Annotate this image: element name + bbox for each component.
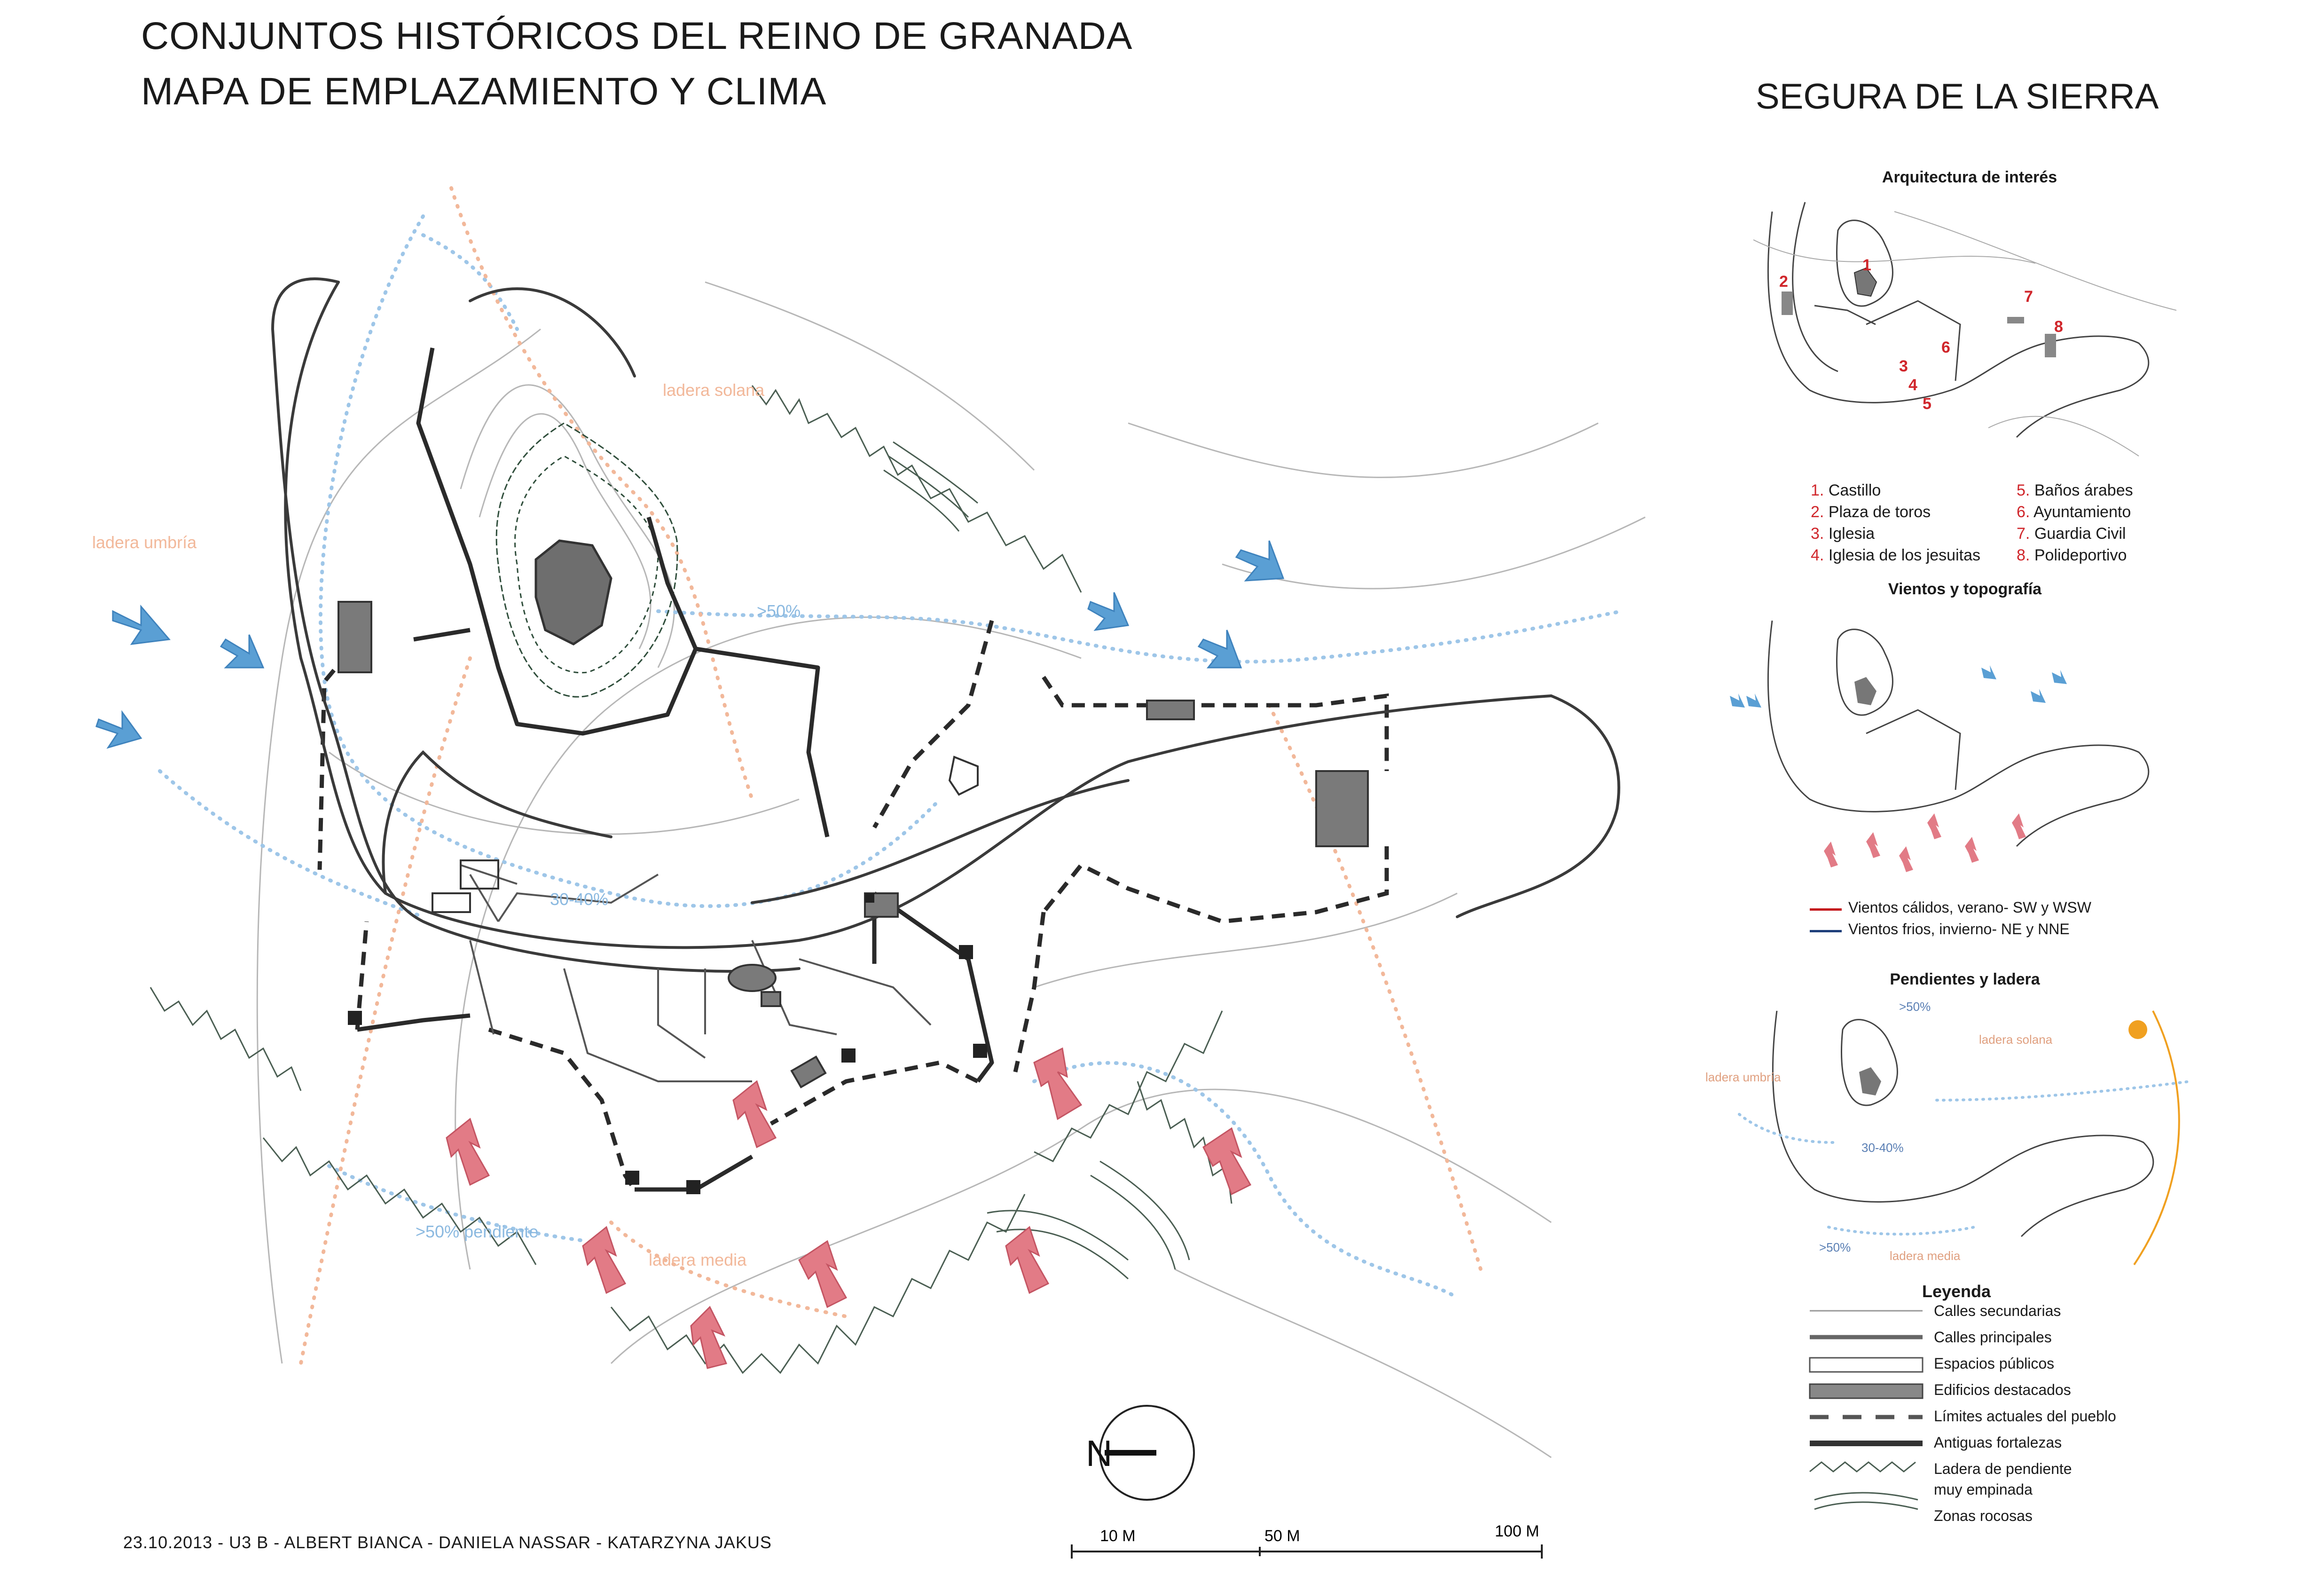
ancient-fortress: [357, 347, 994, 1192]
north-arrow-icon: N: [1086, 1405, 1195, 1501]
warm-wind-arrows: [446, 1047, 1252, 1369]
list-item: 7. Guardia Civil: [2017, 525, 2126, 543]
sun-icon: [2128, 1020, 2147, 1039]
marker-3: 3: [1899, 357, 1908, 375]
cold-wind-label: Vientos frios, invierno- NE y NNE: [1848, 921, 2070, 937]
north-label: N: [1086, 1433, 1112, 1474]
panel-winds-title: Vientos y topografía: [1888, 580, 2042, 598]
legend-rocky-zones: Zonas rocosas: [1934, 1507, 2033, 1524]
fortress-towers: [348, 893, 987, 1194]
slope-boundaries: [158, 214, 1624, 1300]
label-solana: ladera solana: [1979, 1032, 2053, 1047]
architecture-list-right: 5. Baños árabes 6. Ayuntamiento 7. Guard…: [2017, 480, 2133, 566]
map-labels: ladera solana ladera umbría >50% 30-40% …: [92, 380, 801, 1269]
legend-secondary-streets: Calles secundarias: [1934, 1302, 2061, 1319]
featured-buildings: [338, 601, 1369, 1089]
label-umbria: ladera umbría: [1705, 1070, 1781, 1084]
list-item: 5. Baños árabes: [2017, 481, 2133, 499]
legend-title: Leyenda: [1922, 1282, 1991, 1301]
label-ladera-umbria: ladera umbría: [92, 533, 197, 552]
winds-map: [1730, 620, 2150, 872]
list-item: 2. Plaza de toros: [1811, 503, 1931, 521]
main-map: ladera solana ladera umbría >50% 30-40% …: [92, 186, 1646, 1559]
steep-slopes: [149, 385, 1233, 1374]
main-streets: [271, 277, 1620, 973]
legend-main-streets: Calles principales: [1934, 1329, 2052, 1346]
architecture-list-left: 1. Castillo 2. Plaza de toros 3. Iglesia…: [1811, 480, 1980, 566]
list-item: 3. Iglesia: [1811, 525, 1875, 543]
castle-building: [534, 539, 612, 646]
legend-steep-slope-2: muy empinada: [1934, 1481, 2033, 1498]
scale-100m: 100 M: [1495, 1522, 1539, 1540]
scale-bar: 10 M 50 M 100 M: [1071, 1522, 1543, 1559]
label-s50b: >50%: [1819, 1240, 1851, 1254]
legend-steep-slope: Ladera de pendiente: [1934, 1460, 2072, 1477]
rocky-zones: [883, 441, 1190, 1280]
ladera-boundaries: [299, 186, 1483, 1365]
current-town-limits: [317, 620, 1389, 1191]
list-item: 6. Ayuntamiento: [2017, 503, 2131, 521]
legend-featured-buildings: Edificios destacados: [1934, 1381, 2071, 1398]
marker-8: 8: [2054, 318, 2063, 336]
cold-wind-line: [1810, 930, 1842, 932]
credits: 23.10.2013 - U3 B - ALBERT BIANCA - DANI…: [123, 1533, 772, 1552]
marker-7: 7: [2024, 288, 2033, 306]
title-line-1: CONJUNTOS HISTÓRICOS DEL REINO DE GRANAD…: [141, 15, 1133, 57]
marker-2: 2: [1779, 273, 1788, 291]
architecture-map: 1 2 3 4 5 6 7 8: [1753, 202, 2176, 457]
legend-town-limits: Límites actuales del pueblo: [1934, 1408, 2116, 1425]
label-s3040: 30-40%: [1861, 1141, 1904, 1155]
label-media: ladera media: [1890, 1249, 1961, 1263]
public-spaces: [432, 756, 979, 913]
secondary-streets: [460, 864, 932, 1082]
label-s50a: >50%: [1899, 1000, 1931, 1014]
warm-wind-line: [1810, 908, 1842, 911]
label-ladera-solana: ladera solana: [663, 380, 765, 400]
panel-architecture-title: Arquitectura de interés: [1882, 168, 2057, 186]
marker-1: 1: [1862, 256, 1871, 274]
label-slope-50-pendiente: >50% pendiente: [416, 1222, 538, 1241]
contour-lines: [256, 281, 1646, 1458]
scale-10m: 10 M: [1100, 1527, 1136, 1545]
list-item: 1. Castillo: [1811, 481, 1881, 499]
list-item: 8. Polideportivo: [2017, 546, 2127, 564]
panel-slopes-title: Pendientes y ladera: [1890, 970, 2040, 988]
scale-50m: 50 M: [1264, 1527, 1300, 1545]
legend-fortress: Antiguas fortalezas: [1934, 1434, 2062, 1451]
list-item: 4. Iglesia de los jesuitas: [1811, 546, 1980, 564]
sun-path: [2133, 1010, 2180, 1266]
slopes-map: >50% ladera solana ladera umbría 30-40% …: [1705, 1000, 2192, 1266]
marker-6: 6: [1941, 339, 1950, 356]
marker-4: 4: [1908, 376, 1917, 394]
label-ladera-media: ladera media: [649, 1250, 747, 1269]
legend-swatches: [1809, 1310, 1924, 1510]
legend-public-spaces: Espacios públicos: [1934, 1355, 2055, 1372]
label-slope-30-40: 30-40%: [550, 890, 608, 909]
title-line-2: MAPA DE EMPLAZAMIENTO Y CLIMA: [141, 70, 827, 113]
town-name: SEGURA DE LA SIERRA: [1756, 77, 2159, 117]
marker-5: 5: [1923, 395, 1931, 413]
label-slope-50: >50%: [757, 601, 801, 621]
castle-hill: [495, 422, 678, 698]
cold-wind-arrows: [95, 540, 1285, 749]
warm-wind-label: Vientos cálidos, verano- SW y WSW: [1848, 899, 2091, 916]
